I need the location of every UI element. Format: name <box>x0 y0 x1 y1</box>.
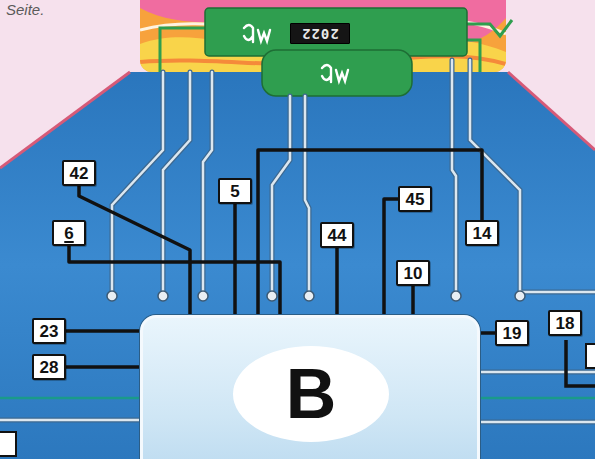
callout-number: 44 <box>320 222 354 248</box>
callout-number: 28 <box>32 354 66 380</box>
callout-number: 5 <box>218 178 252 204</box>
wire-connector <box>384 199 398 315</box>
callout-number: 6 <box>52 220 86 246</box>
page-note: Seite. <box>6 1 44 18</box>
wire-connector <box>79 186 190 315</box>
wire-connector <box>66 365 140 369</box>
wire-connector <box>335 248 339 315</box>
callout-number: 45 <box>398 186 432 212</box>
display-text: 2022 <box>301 27 339 41</box>
callout-number: 23 <box>32 318 66 344</box>
chip-box: B <box>140 315 480 459</box>
number-text: 28 <box>40 359 59 376</box>
callout-number: 42 <box>62 160 96 186</box>
wire-connector <box>69 246 280 315</box>
green-chip <box>205 8 467 56</box>
number-text: 10 <box>404 265 423 282</box>
cut-box <box>0 432 16 456</box>
number-text: 45 <box>406 191 425 208</box>
wire-connector <box>411 286 415 315</box>
number-text: 19 <box>503 325 522 342</box>
callout-number: 19 <box>495 320 529 346</box>
wire-connector <box>66 329 140 333</box>
blue-panel <box>0 72 595 459</box>
number-text: 5 <box>230 183 239 200</box>
chip-letter: B <box>286 359 337 429</box>
number-text: 23 <box>40 323 59 340</box>
green-chip-base <box>262 50 412 96</box>
cut-box <box>586 344 595 368</box>
callout-number: 14 <box>465 220 499 246</box>
number-text: 42 <box>70 165 89 182</box>
wire-connector <box>258 150 482 315</box>
number-text: 18 <box>556 315 575 332</box>
number-text: 44 <box>328 227 347 244</box>
number-text: 14 <box>473 225 492 242</box>
oval-label: B <box>233 346 389 442</box>
wire-connector <box>480 331 495 335</box>
display-screen: 2022 <box>290 23 350 44</box>
wire-connector <box>233 204 237 315</box>
number-text: 6 <box>64 225 73 242</box>
callout-number: 10 <box>396 260 430 286</box>
pin <box>107 291 525 301</box>
callout-number: 18 <box>548 310 582 336</box>
